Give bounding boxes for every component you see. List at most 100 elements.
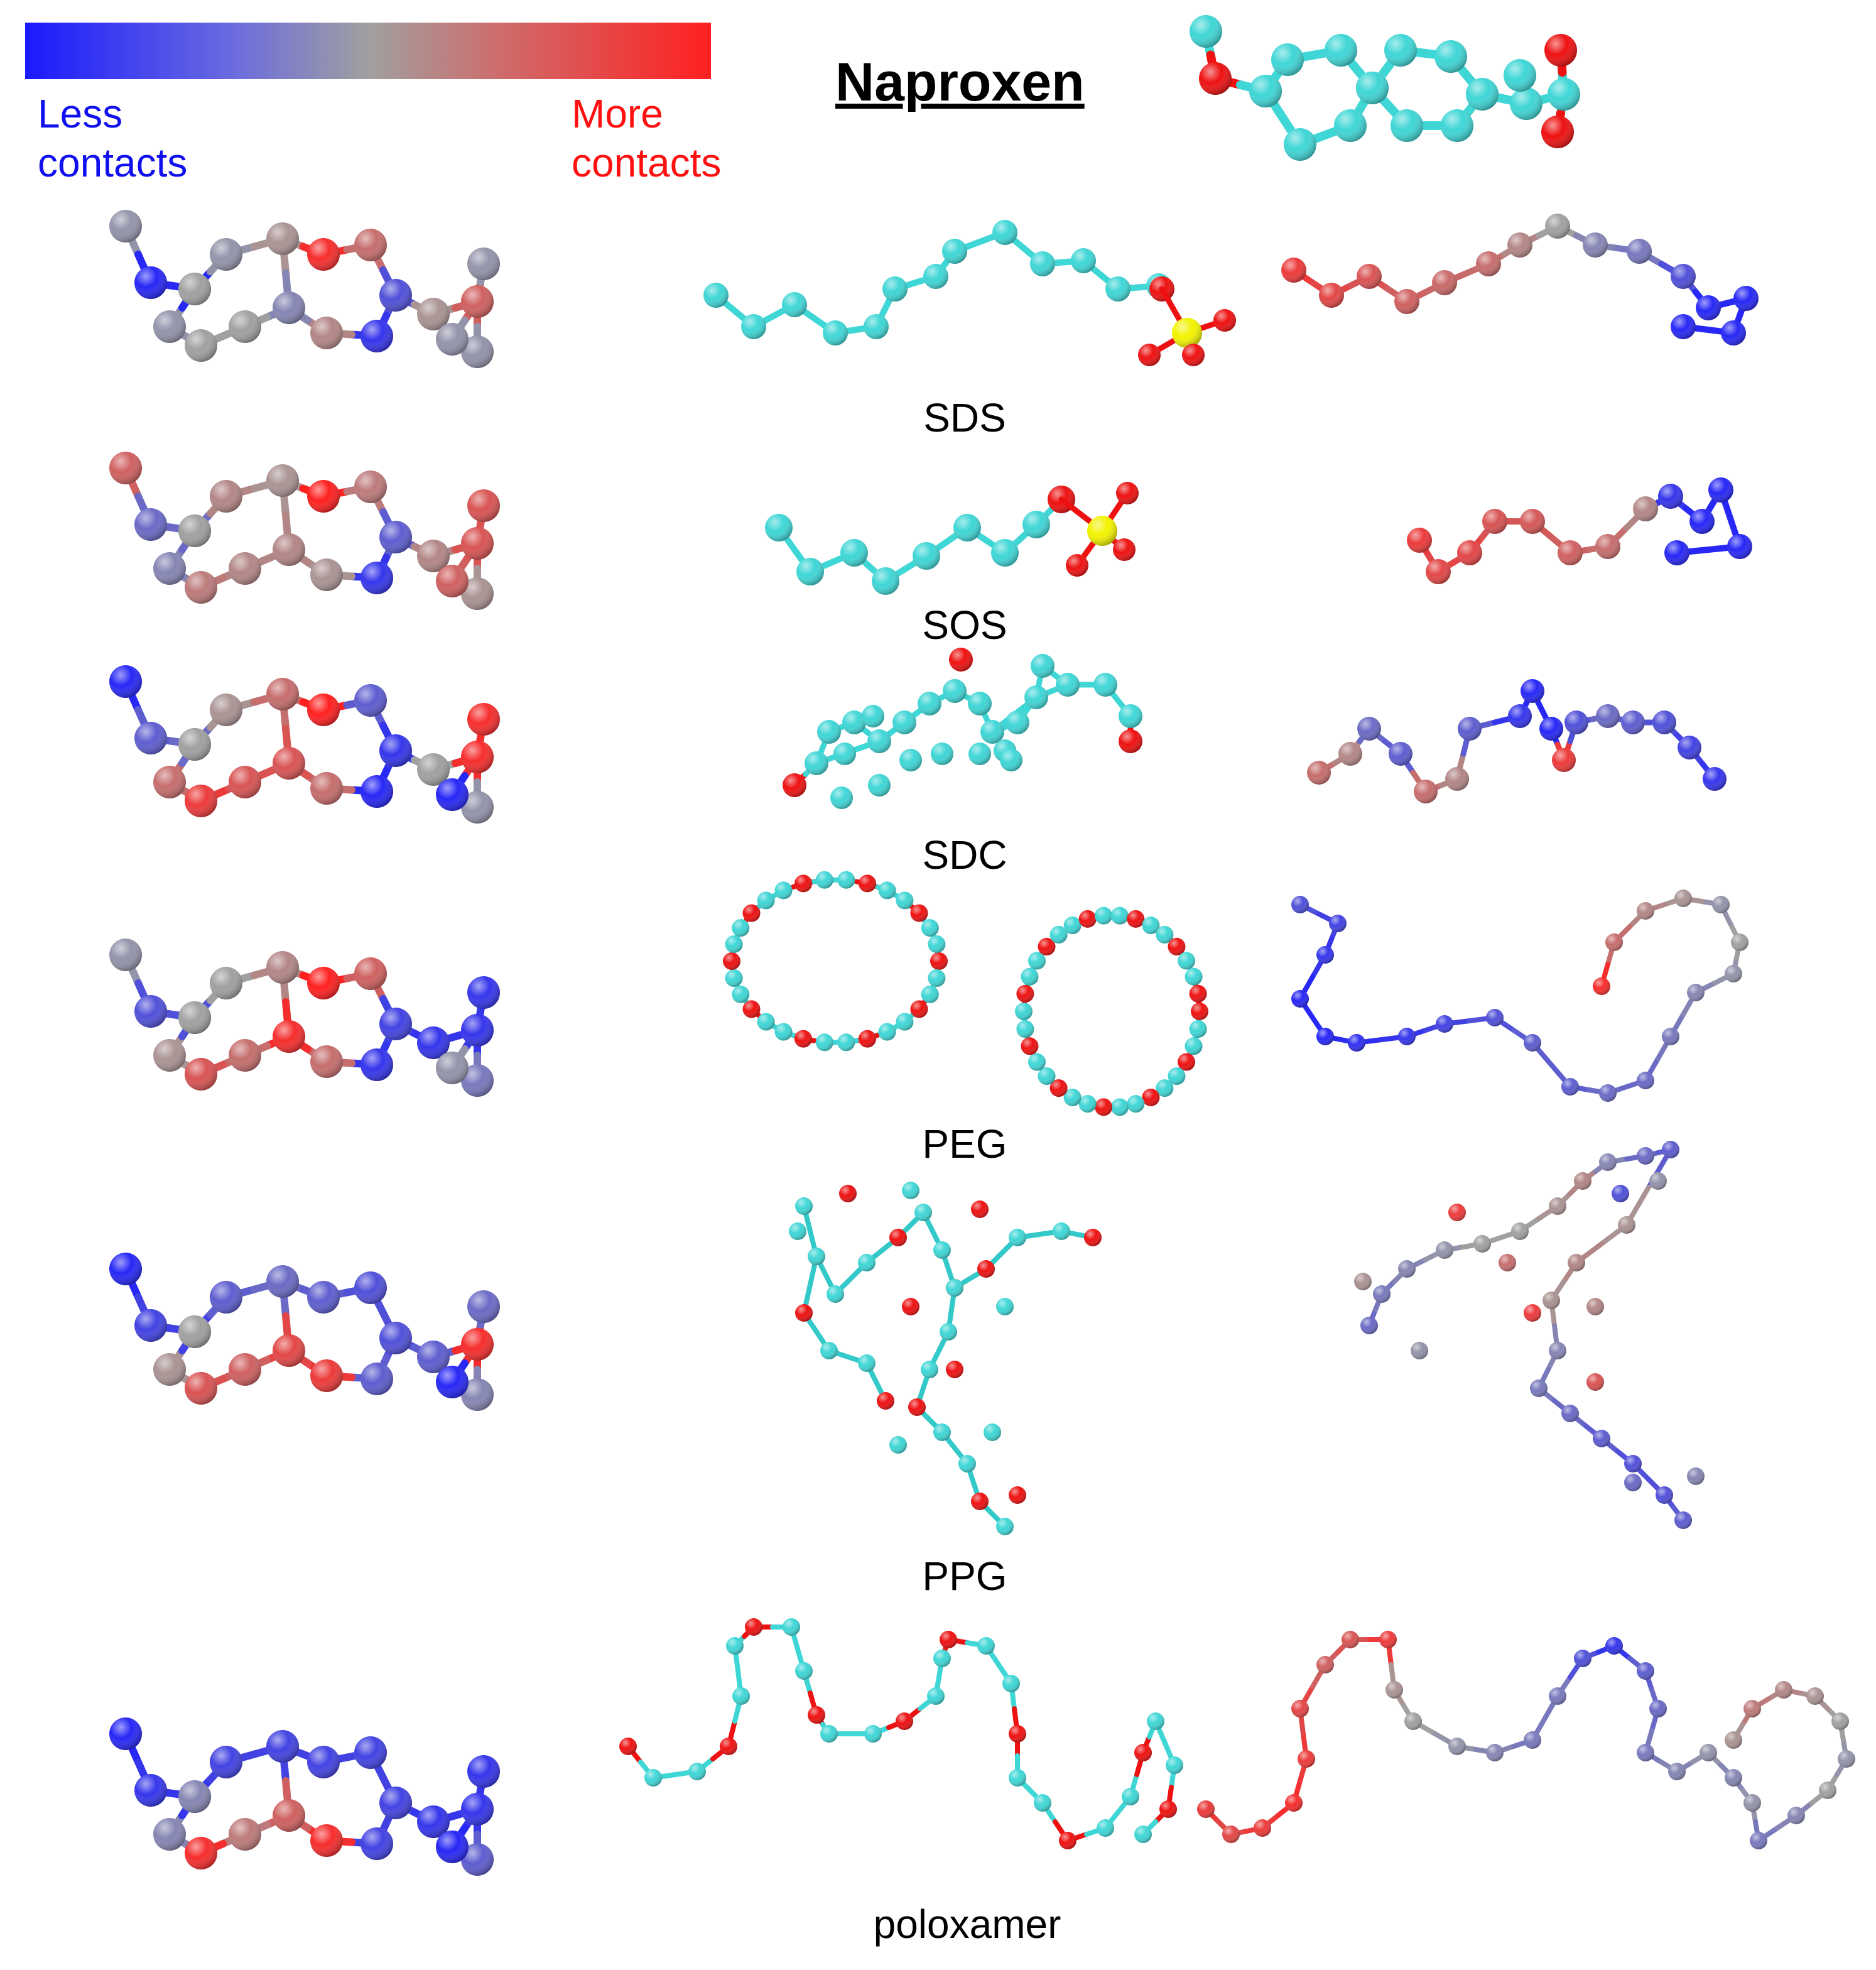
atom-shading: [1189, 1020, 1207, 1038]
atom-shading: [1541, 116, 1574, 148]
atom-shading: [1325, 34, 1357, 67]
atom-shading: [185, 785, 217, 817]
atom-shading: [266, 678, 299, 710]
atom-shading: [1138, 344, 1161, 366]
atom-shading: [878, 881, 896, 900]
atom-shading: [461, 1328, 494, 1361]
atom-shading: [461, 335, 494, 368]
atom-shading: [902, 1182, 919, 1199]
atom-shading: [1473, 1235, 1491, 1253]
atom-shading: [732, 985, 750, 1003]
legend-less-line2: contacts: [38, 140, 188, 185]
atom-shading: [795, 1304, 813, 1322]
atom-shading: [1329, 915, 1347, 932]
atom-shading: [980, 720, 1004, 744]
atom-shading: [266, 222, 299, 255]
atom-shading: [1831, 1712, 1849, 1730]
atom-shading: [436, 1366, 469, 1398]
atom-shading: [774, 881, 793, 900]
contact-colorbar: [25, 23, 711, 79]
atom-shading: [1524, 1034, 1541, 1052]
atom-shading: [910, 1000, 928, 1018]
atom-shading: [109, 1717, 142, 1750]
atom-shading: [1000, 749, 1022, 771]
atom-shading: [872, 567, 899, 595]
atom-shading: [1507, 232, 1532, 258]
atom-shading: [417, 753, 450, 786]
atom-shading: [1733, 286, 1759, 311]
sdc-structure: [783, 648, 1142, 809]
atom-shading: [210, 1281, 242, 1314]
atom-shading: [971, 1200, 989, 1218]
atom-shading: [933, 1241, 951, 1259]
atom-shading: [1022, 511, 1050, 538]
atom-shading: [1649, 1172, 1667, 1190]
atom-shading: [310, 772, 343, 805]
atom-shading: [1189, 984, 1207, 1003]
atom-shading: [1637, 902, 1654, 920]
atom-shading: [354, 1736, 387, 1769]
atom-shading: [1712, 896, 1730, 913]
atom-shading: [1316, 1656, 1334, 1673]
atom-shading: [1066, 554, 1088, 577]
atom-shading: [1637, 1662, 1654, 1680]
sos-structure: [765, 482, 1139, 595]
atom-shading: [109, 452, 142, 484]
atom-shading: [417, 540, 450, 572]
atom-shading: [837, 871, 855, 889]
atom-shading: [1298, 1750, 1315, 1768]
atom-shading: [1016, 1020, 1034, 1038]
row-label-poloxamer: poloxamer: [873, 1902, 1061, 1947]
atom-shading: [379, 521, 412, 553]
atom-shading: [1379, 1631, 1397, 1648]
atom-shading: [178, 1315, 211, 1348]
atom-shading: [823, 320, 848, 346]
atom-shading: [1078, 910, 1097, 928]
atom-shading: [178, 514, 211, 547]
sds-contacts: [1281, 214, 1759, 346]
atom-shading: [1168, 937, 1186, 955]
atom-shading: [354, 684, 387, 717]
atom-shading: [436, 778, 469, 811]
atom-shading: [896, 1013, 914, 1031]
atom-shading: [1342, 1631, 1359, 1648]
atom-shading: [1508, 704, 1532, 728]
naproxen-contacts-6: [109, 1717, 500, 1876]
atom-shading: [1530, 1380, 1548, 1397]
atom-shading: [914, 1204, 932, 1221]
atom-shading: [153, 310, 186, 343]
sos-contacts: [1407, 477, 1752, 584]
atom-shading: [1586, 1298, 1604, 1315]
atom-shading: [858, 1254, 876, 1271]
atom-shading: [310, 317, 343, 349]
atom-shading: [266, 464, 299, 497]
atom-shading: [1385, 1681, 1403, 1699]
atom-shading: [1182, 344, 1205, 366]
atom-shading: [1486, 1744, 1504, 1761]
atom-shading: [1721, 320, 1746, 346]
atom-shading: [1394, 289, 1419, 314]
atom-shading: [644, 1769, 662, 1787]
atom-shading: [1127, 910, 1145, 928]
atom-shading: [1357, 717, 1381, 741]
atom-shading: [867, 729, 891, 753]
atom-shading: [1605, 1637, 1623, 1655]
atom-shading: [1544, 34, 1577, 67]
atom-shading: [757, 891, 775, 910]
atom-shading: [1441, 109, 1473, 142]
atom-shading: [996, 1518, 1014, 1535]
atom-shading: [808, 1706, 825, 1724]
atom-shading: [379, 1787, 412, 1819]
atom-shading: [1787, 1807, 1805, 1824]
atom-shading: [461, 791, 494, 824]
atom-shading: [229, 552, 261, 585]
atom-shading: [892, 710, 916, 734]
atom-shading: [1689, 509, 1715, 534]
atom-shading: [742, 904, 761, 922]
atom-shading: [1384, 34, 1417, 67]
atom-shading: [977, 1260, 995, 1278]
naproxen-contacts-5: [109, 1253, 500, 1411]
atom-shading: [913, 542, 940, 570]
atom-shading: [1725, 1769, 1742, 1787]
